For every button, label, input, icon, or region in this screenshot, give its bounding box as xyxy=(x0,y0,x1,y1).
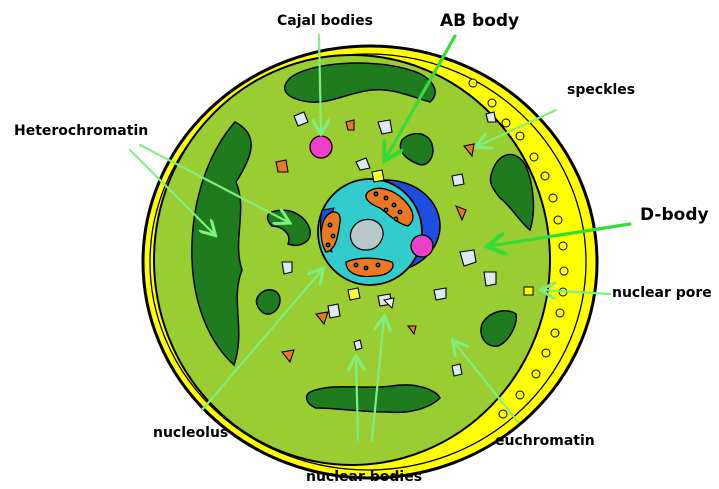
label-nucleolus: nucleolus xyxy=(153,426,228,440)
nucleolus-center xyxy=(350,219,383,250)
label-nuclear-pore: nuclear pore xyxy=(612,286,712,300)
label-nuclear-bodies: nuclear bodies xyxy=(306,470,422,484)
label-cajal-bodies: Cajal bodies xyxy=(277,14,373,28)
label-euchromatin: euchromatin xyxy=(495,434,595,448)
label-d-body: D-body xyxy=(640,207,709,224)
label-heterochromatin: Heterochromatin xyxy=(14,124,148,138)
label-speckles: speckles xyxy=(567,83,635,97)
cajal-body-nucleolus xyxy=(411,235,433,257)
cajal-body xyxy=(310,136,332,158)
label-ab-body: AB body xyxy=(440,13,519,30)
